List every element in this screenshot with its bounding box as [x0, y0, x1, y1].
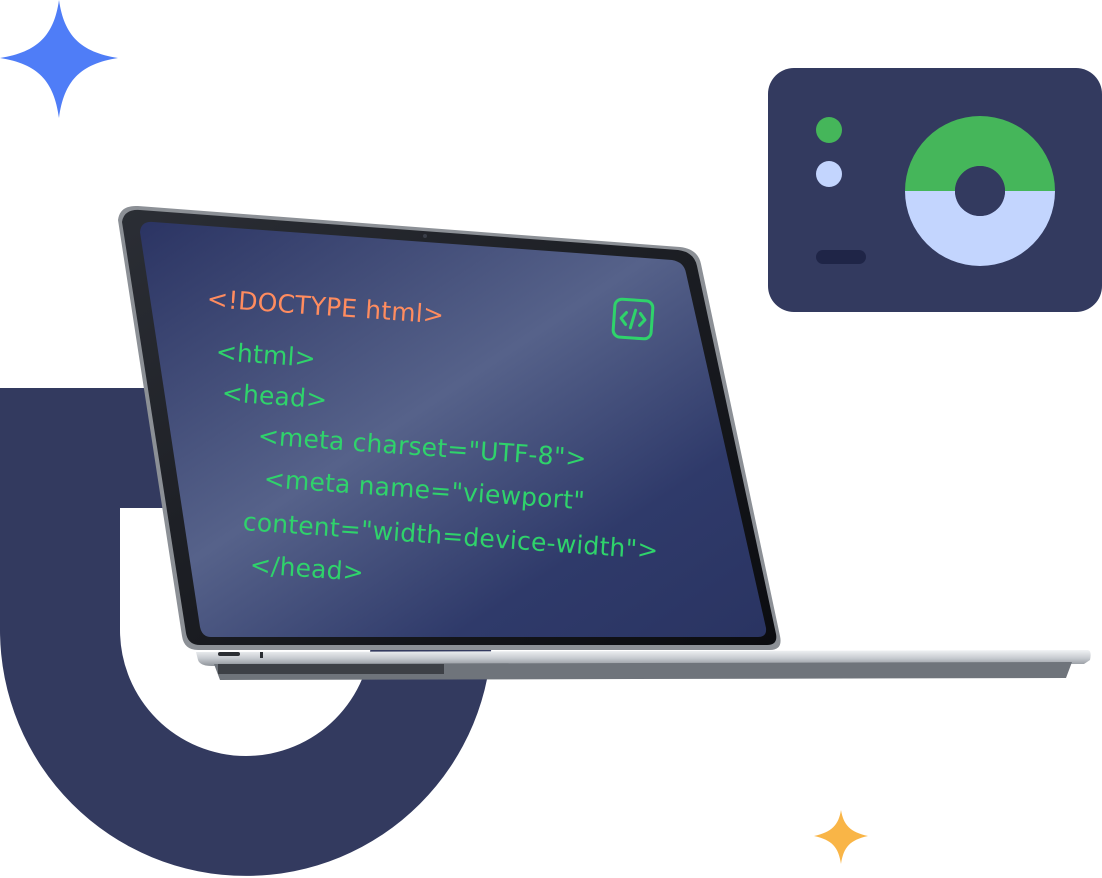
card-bar: [816, 250, 866, 264]
code-brackets-icon: [611, 297, 655, 341]
code-line: <meta name="viewport": [262, 464, 586, 516]
sparkle-orange-icon: [814, 810, 868, 864]
code-line: <html>: [214, 337, 317, 373]
code-line: </head>: [248, 550, 365, 587]
dashboard-card: [768, 68, 1102, 312]
code-line-doctype: <!DOCTYPE html>: [205, 284, 446, 330]
code-line: <meta charset="UTF-8">: [256, 421, 588, 473]
sparkle-blue-icon: [0, 0, 118, 118]
code-line: <head>: [220, 378, 329, 415]
donut-chart: [905, 116, 1055, 266]
status-dot-green: [816, 117, 842, 143]
status-dot-blue: [816, 161, 842, 187]
